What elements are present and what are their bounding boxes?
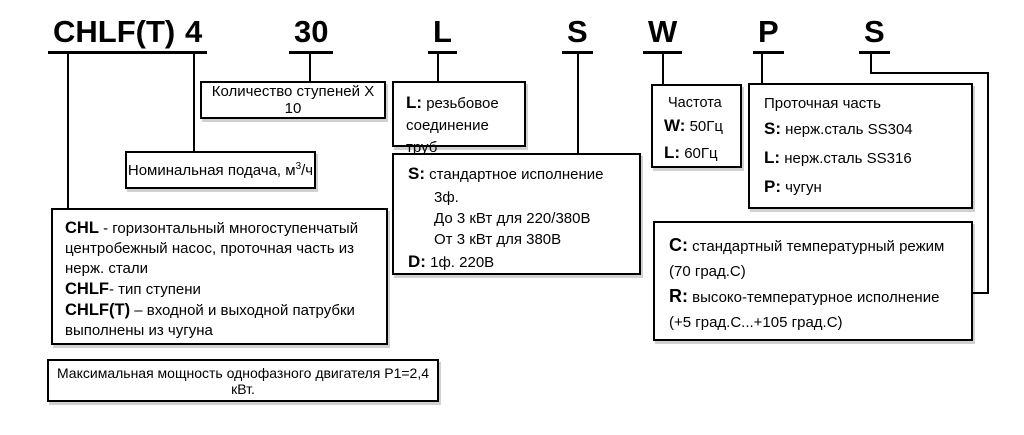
- series-entry-text: - горизонтальный многоступенчатый центро…: [65, 220, 359, 277]
- connector-line-series: [67, 54, 69, 208]
- temperature-detail: (+5 град.С...+105 град.С): [669, 310, 971, 335]
- temperature-mode-box: C: стандартный температурный режим (70 г…: [653, 221, 973, 341]
- material-option-text: нерж.сталь SS316: [780, 150, 912, 167]
- series-description-box: CHL - горизонтальный многоступенчатый це…: [51, 208, 388, 345]
- material-option: S: нерж.сталь SS304: [764, 115, 971, 144]
- key-label: L:: [764, 148, 781, 167]
- connector-line-stages: [309, 54, 311, 81]
- execution-option: S: стандартное исполнение: [408, 162, 639, 187]
- max-power-note-box: Максимальная мощность однофазного двигат…: [47, 359, 439, 402]
- temperature-option: C: стандартный температурный режим: [669, 233, 971, 259]
- code-part-stages-label: 30: [294, 14, 329, 49]
- flow-rate-box-text: Номинальная подача, м3/ч: [128, 161, 313, 179]
- key-label: L:: [664, 143, 681, 162]
- stages-box: Количество ступеней X 10: [200, 81, 386, 119]
- series-entry-text: - тип ступени: [109, 281, 201, 298]
- series-entry: CHL - горизонтальный многоступенчатый це…: [65, 218, 376, 279]
- key-label: L:: [406, 93, 423, 112]
- code-part-frequency: W: [643, 14, 683, 54]
- code-part-series: CHLF(T): [48, 14, 181, 54]
- series-entry: CHLF- тип ступени: [65, 279, 376, 300]
- code-part-material: P: [753, 14, 784, 54]
- key-label: CHL: [65, 219, 99, 237]
- max-power-note-text: Максимальная мощность однофазного двигат…: [56, 364, 430, 397]
- key-label: P:: [764, 177, 781, 196]
- connector-line-flow: [193, 54, 195, 151]
- code-part-frequency-label: W: [648, 14, 678, 49]
- connector-line-temperature-into-box: [973, 292, 989, 294]
- stages-box-text: Количество ступеней X 10: [211, 83, 375, 117]
- key-label: S:: [408, 164, 425, 183]
- flow-rate-unit-tail: /ч: [301, 162, 314, 179]
- key-label: CHLF(T): [65, 301, 131, 319]
- key-label: C:: [669, 235, 688, 255]
- flow-rate-text: Номинальная подача, м: [127, 162, 296, 179]
- code-part-connection-label: L: [433, 14, 452, 49]
- connector-line-connection: [437, 54, 439, 81]
- execution-detail: До 3 кВт для 220/380В: [408, 208, 639, 229]
- execution-option-text: стандартное исполнение: [425, 166, 604, 183]
- connector-line-temperature-across: [870, 72, 989, 74]
- execution-detail-text: От 3 кВт для 380В: [434, 231, 562, 248]
- temperature-option-text: высоко-температурное исполнение: [688, 289, 940, 306]
- execution-option-text: 1ф. 220В: [425, 254, 495, 271]
- key-label: W:: [664, 116, 686, 135]
- frequency-option: L: 60Гц: [664, 140, 740, 167]
- key-label: D:: [408, 252, 426, 271]
- temperature-detail: (70 град.С): [669, 259, 971, 284]
- frequency-option-text: 60Гц: [680, 145, 718, 162]
- code-part-execution: S: [562, 14, 593, 54]
- temperature-option-text: стандартный температурный режим: [688, 238, 945, 255]
- key-label: CHLF: [65, 280, 109, 298]
- connector-line-temperature-down: [987, 72, 989, 294]
- connector-line-execution: [577, 54, 579, 153]
- code-part-stages: 30: [289, 14, 334, 54]
- series-entry: CHLF(T) – входной и выходной патрубки вы…: [65, 300, 376, 341]
- temperature-detail-text: (70 град.С): [669, 263, 746, 280]
- code-part-flow: 4: [180, 14, 208, 54]
- frequency-box-title: Частота: [668, 95, 722, 111]
- connector-line-temperature-drop: [870, 54, 872, 74]
- execution-detail-text: До 3 кВт для 220/380В: [434, 210, 591, 227]
- execution-box: S: стандартное исполнение 3ф. До 3 кВт д…: [392, 153, 641, 275]
- key-label: R:: [669, 286, 688, 306]
- material-option: P: чугун: [764, 173, 971, 202]
- frequency-option: W: 50Гц: [664, 113, 740, 140]
- code-part-temperature-label: S: [864, 14, 885, 49]
- execution-detail-text: 3ф.: [434, 189, 459, 206]
- key-label: S:: [764, 119, 781, 138]
- flow-part-material-box: Проточная часть S: нерж.сталь SS304 L: н…: [748, 83, 973, 209]
- execution-option: D: 1ф. 220В: [408, 250, 639, 275]
- material-option-text: нерж.сталь SS304: [781, 121, 913, 138]
- code-part-flow-label: 4: [185, 14, 203, 49]
- series-entry-text: – входной и выходной патрубки выполнены …: [65, 302, 355, 339]
- temperature-detail-text: (+5 град.С...+105 град.С): [669, 314, 843, 331]
- code-part-temperature: S: [859, 14, 890, 54]
- connector-line-material: [761, 54, 763, 83]
- flow-rate-superscript: 3: [295, 161, 302, 172]
- connector-line-frequency: [662, 54, 664, 84]
- threaded-connection-text: резьбовое соединение труб: [406, 95, 499, 156]
- flow-rate-box: Номинальная подача, м3/ч: [125, 151, 316, 189]
- code-part-material-label: P: [758, 14, 779, 49]
- material-option: L: нерж.сталь SS316: [764, 144, 971, 173]
- frequency-box: Частота W: 50Гц L: 60Гц: [651, 84, 742, 168]
- flow-part-box-title: Проточная часть: [764, 95, 881, 112]
- threaded-connection-box: L: резьбовое соединение труб: [392, 81, 526, 156]
- frequency-option-text: 50Гц: [685, 118, 723, 135]
- execution-detail: 3ф.: [408, 187, 639, 208]
- material-option-text: чугун: [781, 179, 822, 196]
- temperature-option: R: высоко-температурное исполнение: [669, 284, 971, 310]
- execution-detail: От 3 кВт для 380В: [408, 229, 639, 250]
- code-part-connection: L: [428, 14, 457, 54]
- code-part-execution-label: S: [567, 14, 588, 49]
- code-part-series-label: CHLF(T): [53, 14, 176, 49]
